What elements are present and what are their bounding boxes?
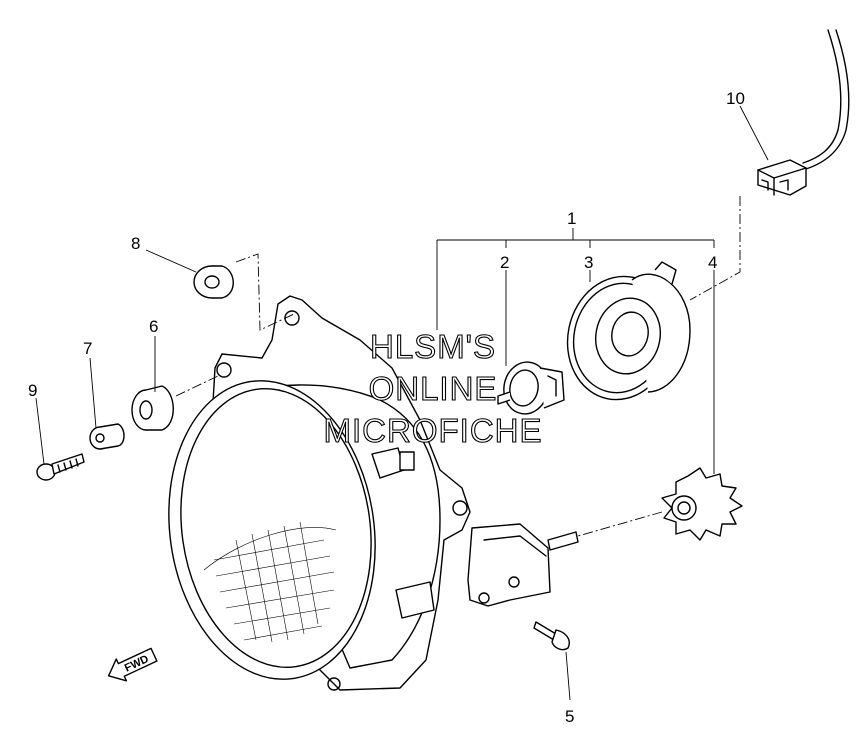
grommet-part-8 (193, 265, 234, 299)
socket-cover-part-4 (661, 467, 743, 541)
watermark-line-2: ONLINE (369, 370, 498, 407)
callout-10: 10 (726, 89, 745, 108)
callout-labels: 1 2 3 4 5 6 7 8 9 10 (28, 89, 745, 726)
grommet-part-6 (131, 385, 174, 431)
adjuster-bracket (467, 523, 579, 607)
fwd-label: FWD (123, 653, 151, 674)
collar-part-7 (89, 423, 125, 450)
bulb-part-2 (497, 361, 565, 415)
headlight-housing (168, 295, 471, 691)
callout-5: 5 (565, 707, 574, 726)
callout-8: 8 (131, 234, 140, 253)
grommet-8-axis (235, 253, 295, 331)
connector-part-10 (757, 159, 807, 196)
watermark-line-1: HLSM'S (370, 328, 496, 365)
fwd-direction-arrow: FWD (107, 647, 158, 682)
watermark-line-3: MICROFICHE (324, 412, 543, 449)
callout-1: 1 (567, 209, 576, 228)
callout-7: 7 (83, 339, 92, 358)
watermark: HLSM'S ONLINE MICROFICHE (323, 327, 543, 449)
bolt-part-5 (533, 621, 570, 651)
assembly-bracket-1 (436, 228, 715, 330)
grommet-6-axis (175, 375, 219, 397)
wire-harness (802, 29, 850, 170)
leader-lines (35, 105, 769, 701)
callout-9: 9 (28, 381, 37, 400)
connector-axis (689, 196, 741, 301)
callout-3: 3 (584, 253, 593, 272)
screw-part-9 (36, 453, 85, 481)
callout-2: 2 (500, 253, 509, 272)
lens-pattern (203, 521, 337, 643)
bulb-socket-part-3 (566, 261, 691, 401)
callout-6: 6 (149, 317, 158, 336)
callout-4: 4 (708, 253, 717, 272)
boot-axis (577, 511, 663, 537)
